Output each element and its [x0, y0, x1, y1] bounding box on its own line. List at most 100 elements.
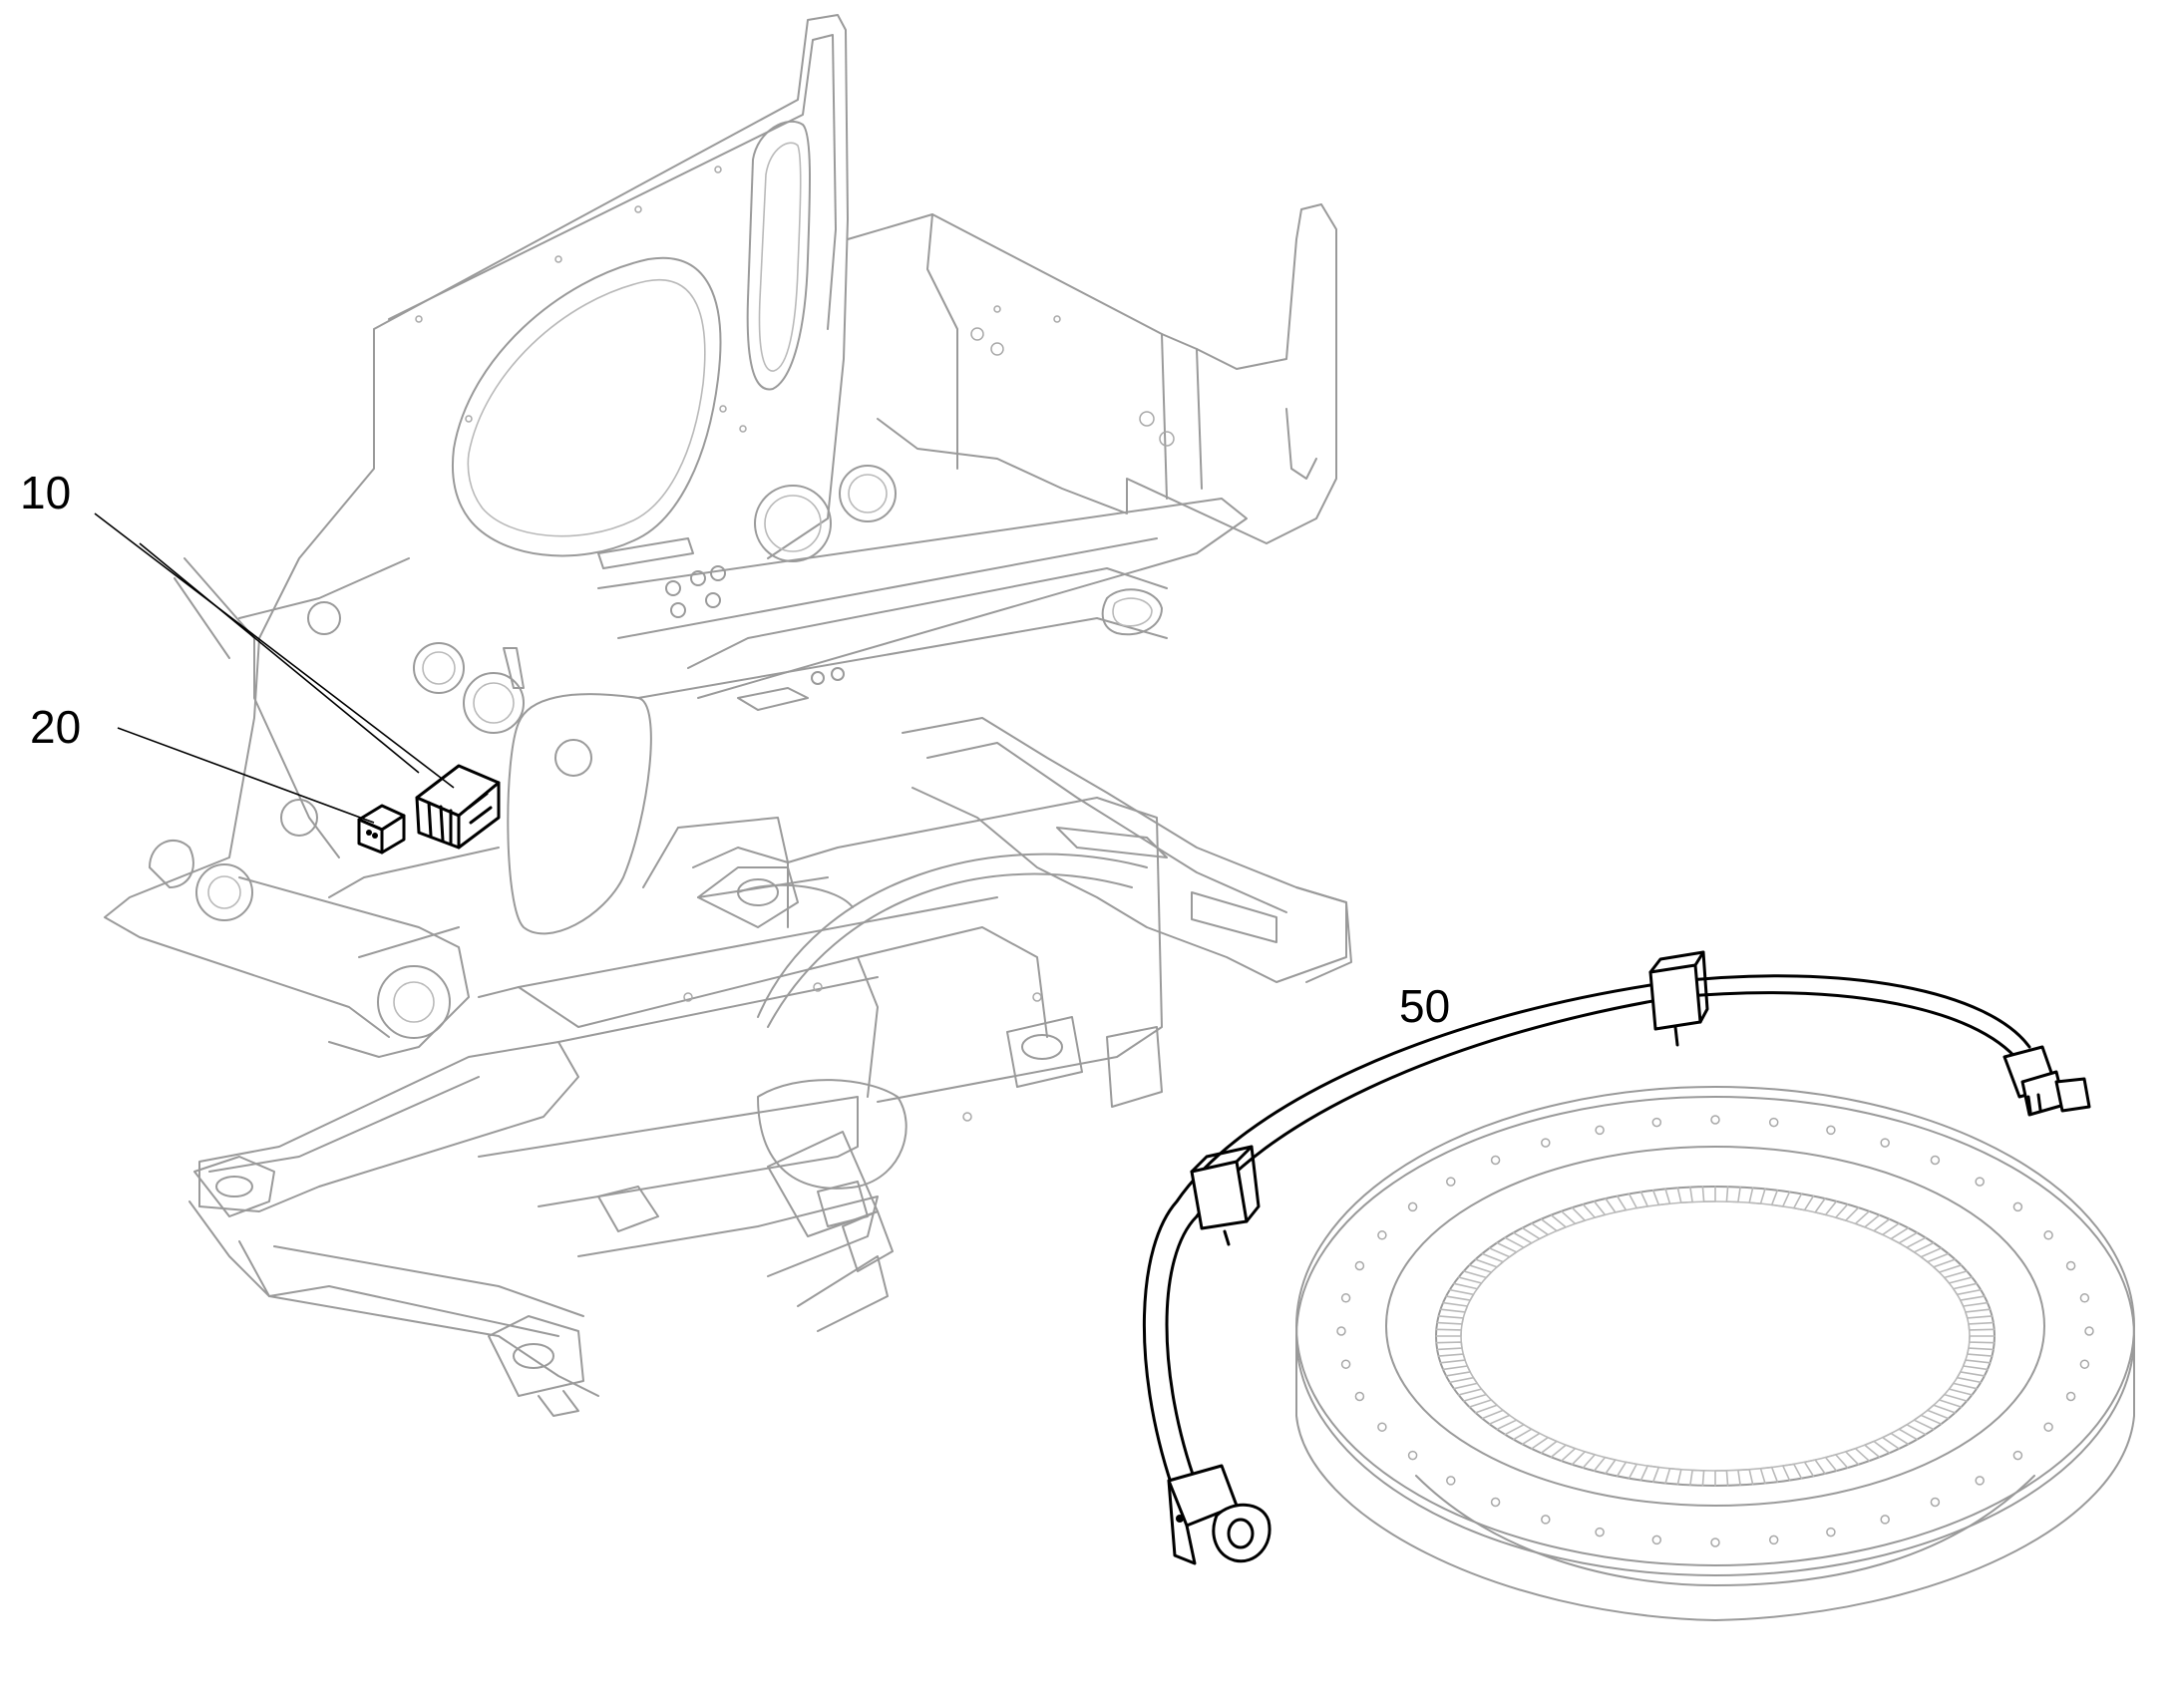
ring-bolt-hole — [1826, 1527, 1836, 1537]
ring-bolt-hole — [1880, 1138, 1890, 1148]
ring-gear-tooth — [1835, 1203, 1860, 1221]
slewing-ring-gear-teeth — [1435, 1186, 1996, 1487]
ring-gear-tooth — [1737, 1469, 1754, 1487]
ring-gear-tooth — [1933, 1258, 1963, 1273]
ring-gear-tooth — [1962, 1359, 1992, 1371]
ring-gear-tooth — [1488, 1241, 1518, 1258]
ring-gear-tooth — [1462, 1264, 1493, 1279]
ring-bolt-hole — [1595, 1125, 1605, 1136]
ring-gear-tooth — [1920, 1247, 1950, 1263]
ring-bolt-hole — [1407, 1450, 1418, 1461]
ring-gear-tooth — [1616, 1461, 1637, 1480]
callout-label-20: 20 — [30, 701, 81, 753]
ring-bolt-hole — [1377, 1422, 1387, 1432]
ring-bolt-hole — [1490, 1497, 1501, 1508]
leader-line-20 — [117, 727, 375, 824]
callouts: 10 20 50 — [20, 467, 1450, 1032]
ring-gear-tooth — [1952, 1282, 1983, 1296]
ring-gear-tooth — [1759, 1466, 1779, 1485]
ring-gear-tooth — [1803, 1459, 1826, 1478]
ring-gear-tooth — [1714, 1470, 1729, 1487]
ring-gear-tooth — [1845, 1447, 1871, 1466]
ring-gear-tooth — [1965, 1308, 1994, 1319]
ring-gear-tooth — [1560, 1206, 1586, 1225]
ring-gear-tooth — [1882, 1432, 1910, 1450]
ring-gear-tooth — [1664, 1468, 1682, 1486]
ring-gear-tooth — [1571, 1451, 1596, 1469]
frame-holes — [415, 166, 1175, 447]
ring-gear-tooth — [1927, 1404, 1957, 1420]
ring-bolt-hole — [1446, 1177, 1456, 1187]
ring-gear-tooth — [1968, 1321, 1996, 1331]
ring-bolt-hole — [1354, 1260, 1365, 1271]
ring-bolt-hole — [1710, 1115, 1720, 1125]
ring-gear-tooth — [1512, 1428, 1541, 1446]
ring-gear-tooth — [1689, 1469, 1705, 1487]
ring-bolt-hole — [1377, 1230, 1387, 1240]
ring-bolt-hole — [1490, 1155, 1501, 1166]
ring-gear-tooth — [1435, 1341, 1463, 1351]
ring-gear-tooth — [1439, 1301, 1469, 1313]
ring-gear-tooth — [1550, 1444, 1577, 1462]
ring-gear-tooth — [1960, 1295, 1989, 1307]
ring-gear-tooth — [1531, 1436, 1558, 1455]
ring-gear-tooth — [1521, 1222, 1549, 1240]
ring-gear-tooth — [1437, 1353, 1466, 1364]
ring-gear-tooth — [1651, 1188, 1671, 1206]
ring-bolt-hole — [1541, 1515, 1551, 1525]
ring-bolt-hole — [2079, 1293, 2090, 1303]
ring-gear-tooth — [1593, 1456, 1617, 1475]
ring-bolt-hole — [1826, 1125, 1836, 1136]
ring-bolt-hole — [1354, 1391, 1365, 1402]
ring-bolt-hole — [2012, 1450, 2023, 1461]
ring-gear-tooth — [1504, 1231, 1533, 1248]
ring-gear-tooth — [1770, 1190, 1791, 1207]
ring-bolt-hole — [2084, 1326, 2094, 1336]
ring-bolt-hole — [1651, 1535, 1662, 1545]
ring-gear-tooth — [1481, 1409, 1511, 1425]
part-50-hose-assembly — [1142, 950, 2091, 1565]
ring-bolt-hole — [1975, 1476, 1985, 1486]
ring-gear-tooth — [1582, 1200, 1607, 1218]
ring-bolt-hole — [2065, 1260, 2076, 1271]
ring-gear-tooth — [1968, 1335, 1996, 1344]
ring-gear-tooth — [1890, 1226, 1919, 1244]
ring-bolt-hole — [1446, 1476, 1456, 1486]
ring-gear-tooth — [1913, 1414, 1943, 1431]
ring-bolt-hole — [1595, 1527, 1605, 1537]
ring-gear-tooth — [1864, 1440, 1891, 1459]
ring-bolt-hole — [1930, 1497, 1941, 1508]
slewing-ring-gear — [1295, 1086, 2135, 1621]
ring-gear-tooth — [1436, 1315, 1465, 1325]
ring-gear-tooth — [1725, 1186, 1741, 1203]
ring-gear-tooth — [1496, 1419, 1525, 1436]
ring-gear-tooth — [1793, 1193, 1815, 1211]
ring-bolt-hole — [1340, 1293, 1351, 1303]
ring-gear-tooth — [1854, 1210, 1881, 1228]
ring-gear-tooth — [1938, 1393, 1969, 1408]
ring-bolt-hole — [1336, 1326, 1346, 1336]
part-20-connector-block — [357, 804, 406, 854]
upper-frame-structure — [104, 14, 1337, 1058]
ring-gear-tooth — [1468, 1399, 1498, 1414]
ring-gear-tooth — [1966, 1347, 1995, 1357]
ring-gear-tooth — [1445, 1288, 1475, 1301]
ring-bolt-hole — [1651, 1117, 1662, 1128]
callout-label-50: 50 — [1399, 980, 1450, 1032]
ring-gear-tooth — [1442, 1365, 1471, 1377]
ring-bolt-hole — [2043, 1230, 2053, 1240]
ring-bolt-hole — [1930, 1155, 1941, 1166]
ring-bolt-hole — [2079, 1359, 2090, 1369]
ring-gear-tooth — [1748, 1187, 1766, 1204]
ring-gear-tooth — [1956, 1371, 1986, 1384]
ring-bolt-hole — [2012, 1201, 2023, 1212]
slewing-ring-bolt-holes — [1336, 1115, 2094, 1547]
ring-bolt-hole — [1768, 1117, 1779, 1128]
ring-bolt-hole — [1541, 1138, 1551, 1148]
ring-gear-tooth — [1639, 1465, 1660, 1483]
ring-gear-tooth — [1782, 1463, 1803, 1482]
ring-bolt-hole — [1880, 1515, 1890, 1525]
ring-gear-tooth — [1540, 1213, 1567, 1232]
leader-line-10 — [94, 512, 455, 789]
ring-gear-tooth — [1824, 1454, 1849, 1472]
